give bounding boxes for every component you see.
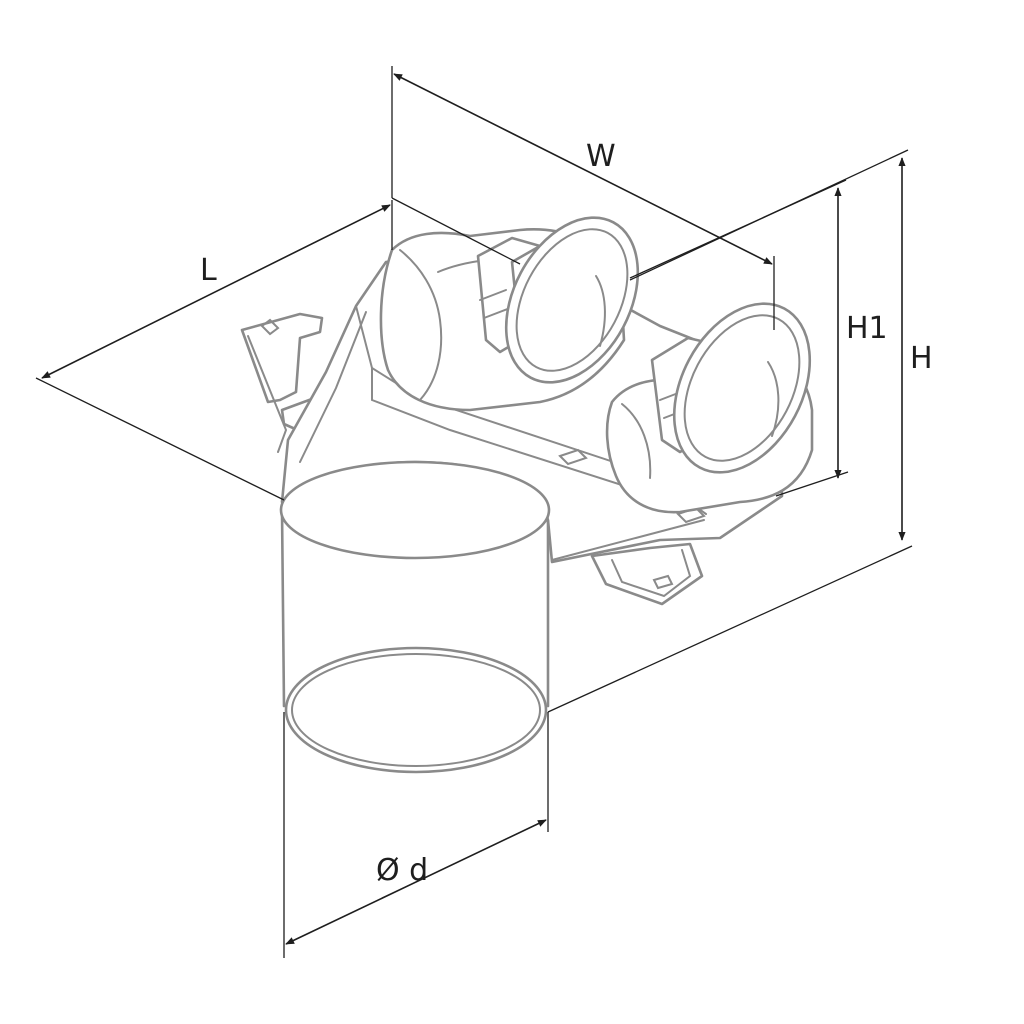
outlet-collar-2 bbox=[605, 302, 814, 514]
height-dimension: H bbox=[547, 149, 933, 713]
diameter-dimension: Ø d bbox=[283, 712, 549, 958]
length-label: L bbox=[200, 253, 217, 288]
width-label: W bbox=[586, 139, 616, 174]
plenum-outline bbox=[240, 216, 814, 774]
front-mounting-bracket bbox=[590, 542, 704, 606]
main-spigot bbox=[279, 460, 551, 774]
length-dimension: L bbox=[35, 200, 393, 501]
diameter-label: Ø d bbox=[376, 853, 428, 888]
height1-label: H1 bbox=[846, 311, 888, 346]
height-label: H bbox=[910, 341, 933, 376]
width-dimension: W bbox=[391, 66, 775, 330]
